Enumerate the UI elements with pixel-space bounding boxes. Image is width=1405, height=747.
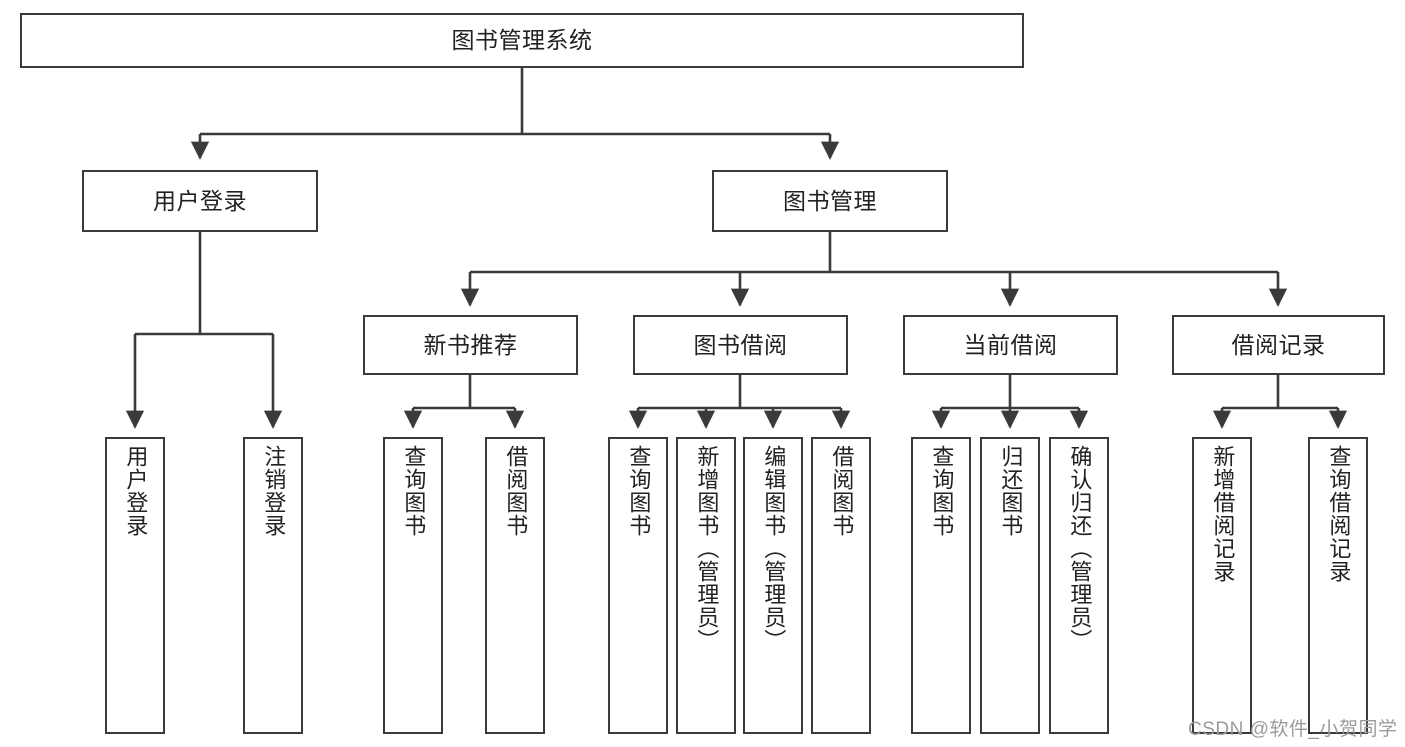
node-label: 新增借阅记录 <box>1210 445 1236 583</box>
node-label: 确认归还（管理员） <box>1067 445 1093 652</box>
leaf-user-logout[interactable]: 注销登录 <box>243 437 303 734</box>
node-label: 用户登录 <box>123 445 149 537</box>
node-label: 借阅记录 <box>1231 331 1326 358</box>
leaf-user-login[interactable]: 用户登录 <box>105 437 165 734</box>
node-label: 编辑图书（管理员） <box>761 445 787 652</box>
node-label: 当前借阅 <box>963 331 1058 358</box>
leaf-borrow-edit-book[interactable]: 编辑图书（管理员） <box>743 437 803 734</box>
leaf-new-book-borrow[interactable]: 借阅图书 <box>485 437 545 734</box>
leaf-borrow-add-book[interactable]: 新增图书（管理员） <box>676 437 736 734</box>
leaf-record-add[interactable]: 新增借阅记录 <box>1192 437 1252 734</box>
node-label: 查询图书 <box>626 445 652 537</box>
node-current-borrow[interactable]: 当前借阅 <box>903 315 1118 375</box>
node-user-login[interactable]: 用户登录 <box>82 170 318 232</box>
leaf-borrow-query-book[interactable]: 查询图书 <box>608 437 668 734</box>
node-label: 查询借阅记录 <box>1326 445 1352 583</box>
leaf-current-confirm-return[interactable]: 确认归还（管理员） <box>1049 437 1109 734</box>
node-new-book-recommend[interactable]: 新书推荐 <box>363 315 578 375</box>
leaf-record-query[interactable]: 查询借阅记录 <box>1308 437 1368 734</box>
node-label: 图书管理系统 <box>451 27 593 54</box>
node-label: 图书借阅 <box>693 331 788 358</box>
leaf-current-return-book[interactable]: 归还图书 <box>980 437 1040 734</box>
node-label: 归还图书 <box>998 445 1024 537</box>
leaf-new-book-query[interactable]: 查询图书 <box>383 437 443 734</box>
node-label: 注销登录 <box>261 445 287 537</box>
node-label: 新增图书（管理员） <box>694 445 720 652</box>
node-label: 查询图书 <box>929 445 955 537</box>
leaf-borrow-borrow-book[interactable]: 借阅图书 <box>811 437 871 734</box>
leaf-current-query-book[interactable]: 查询图书 <box>911 437 971 734</box>
node-label: 借阅图书 <box>503 445 529 537</box>
node-book-management[interactable]: 图书管理 <box>712 170 948 232</box>
node-label: 查询图书 <box>401 445 427 537</box>
node-label: 借阅图书 <box>829 445 855 537</box>
node-label: 图书管理 <box>783 187 877 214</box>
node-book-borrow[interactable]: 图书借阅 <box>633 315 848 375</box>
node-label: 新书推荐 <box>423 331 518 358</box>
node-borrow-record[interactable]: 借阅记录 <box>1172 315 1385 375</box>
node-label: 用户登录 <box>153 187 247 214</box>
watermark-text: CSDN @软件_小贺同学 <box>1188 719 1398 740</box>
node-root-system[interactable]: 图书管理系统 <box>20 13 1024 68</box>
